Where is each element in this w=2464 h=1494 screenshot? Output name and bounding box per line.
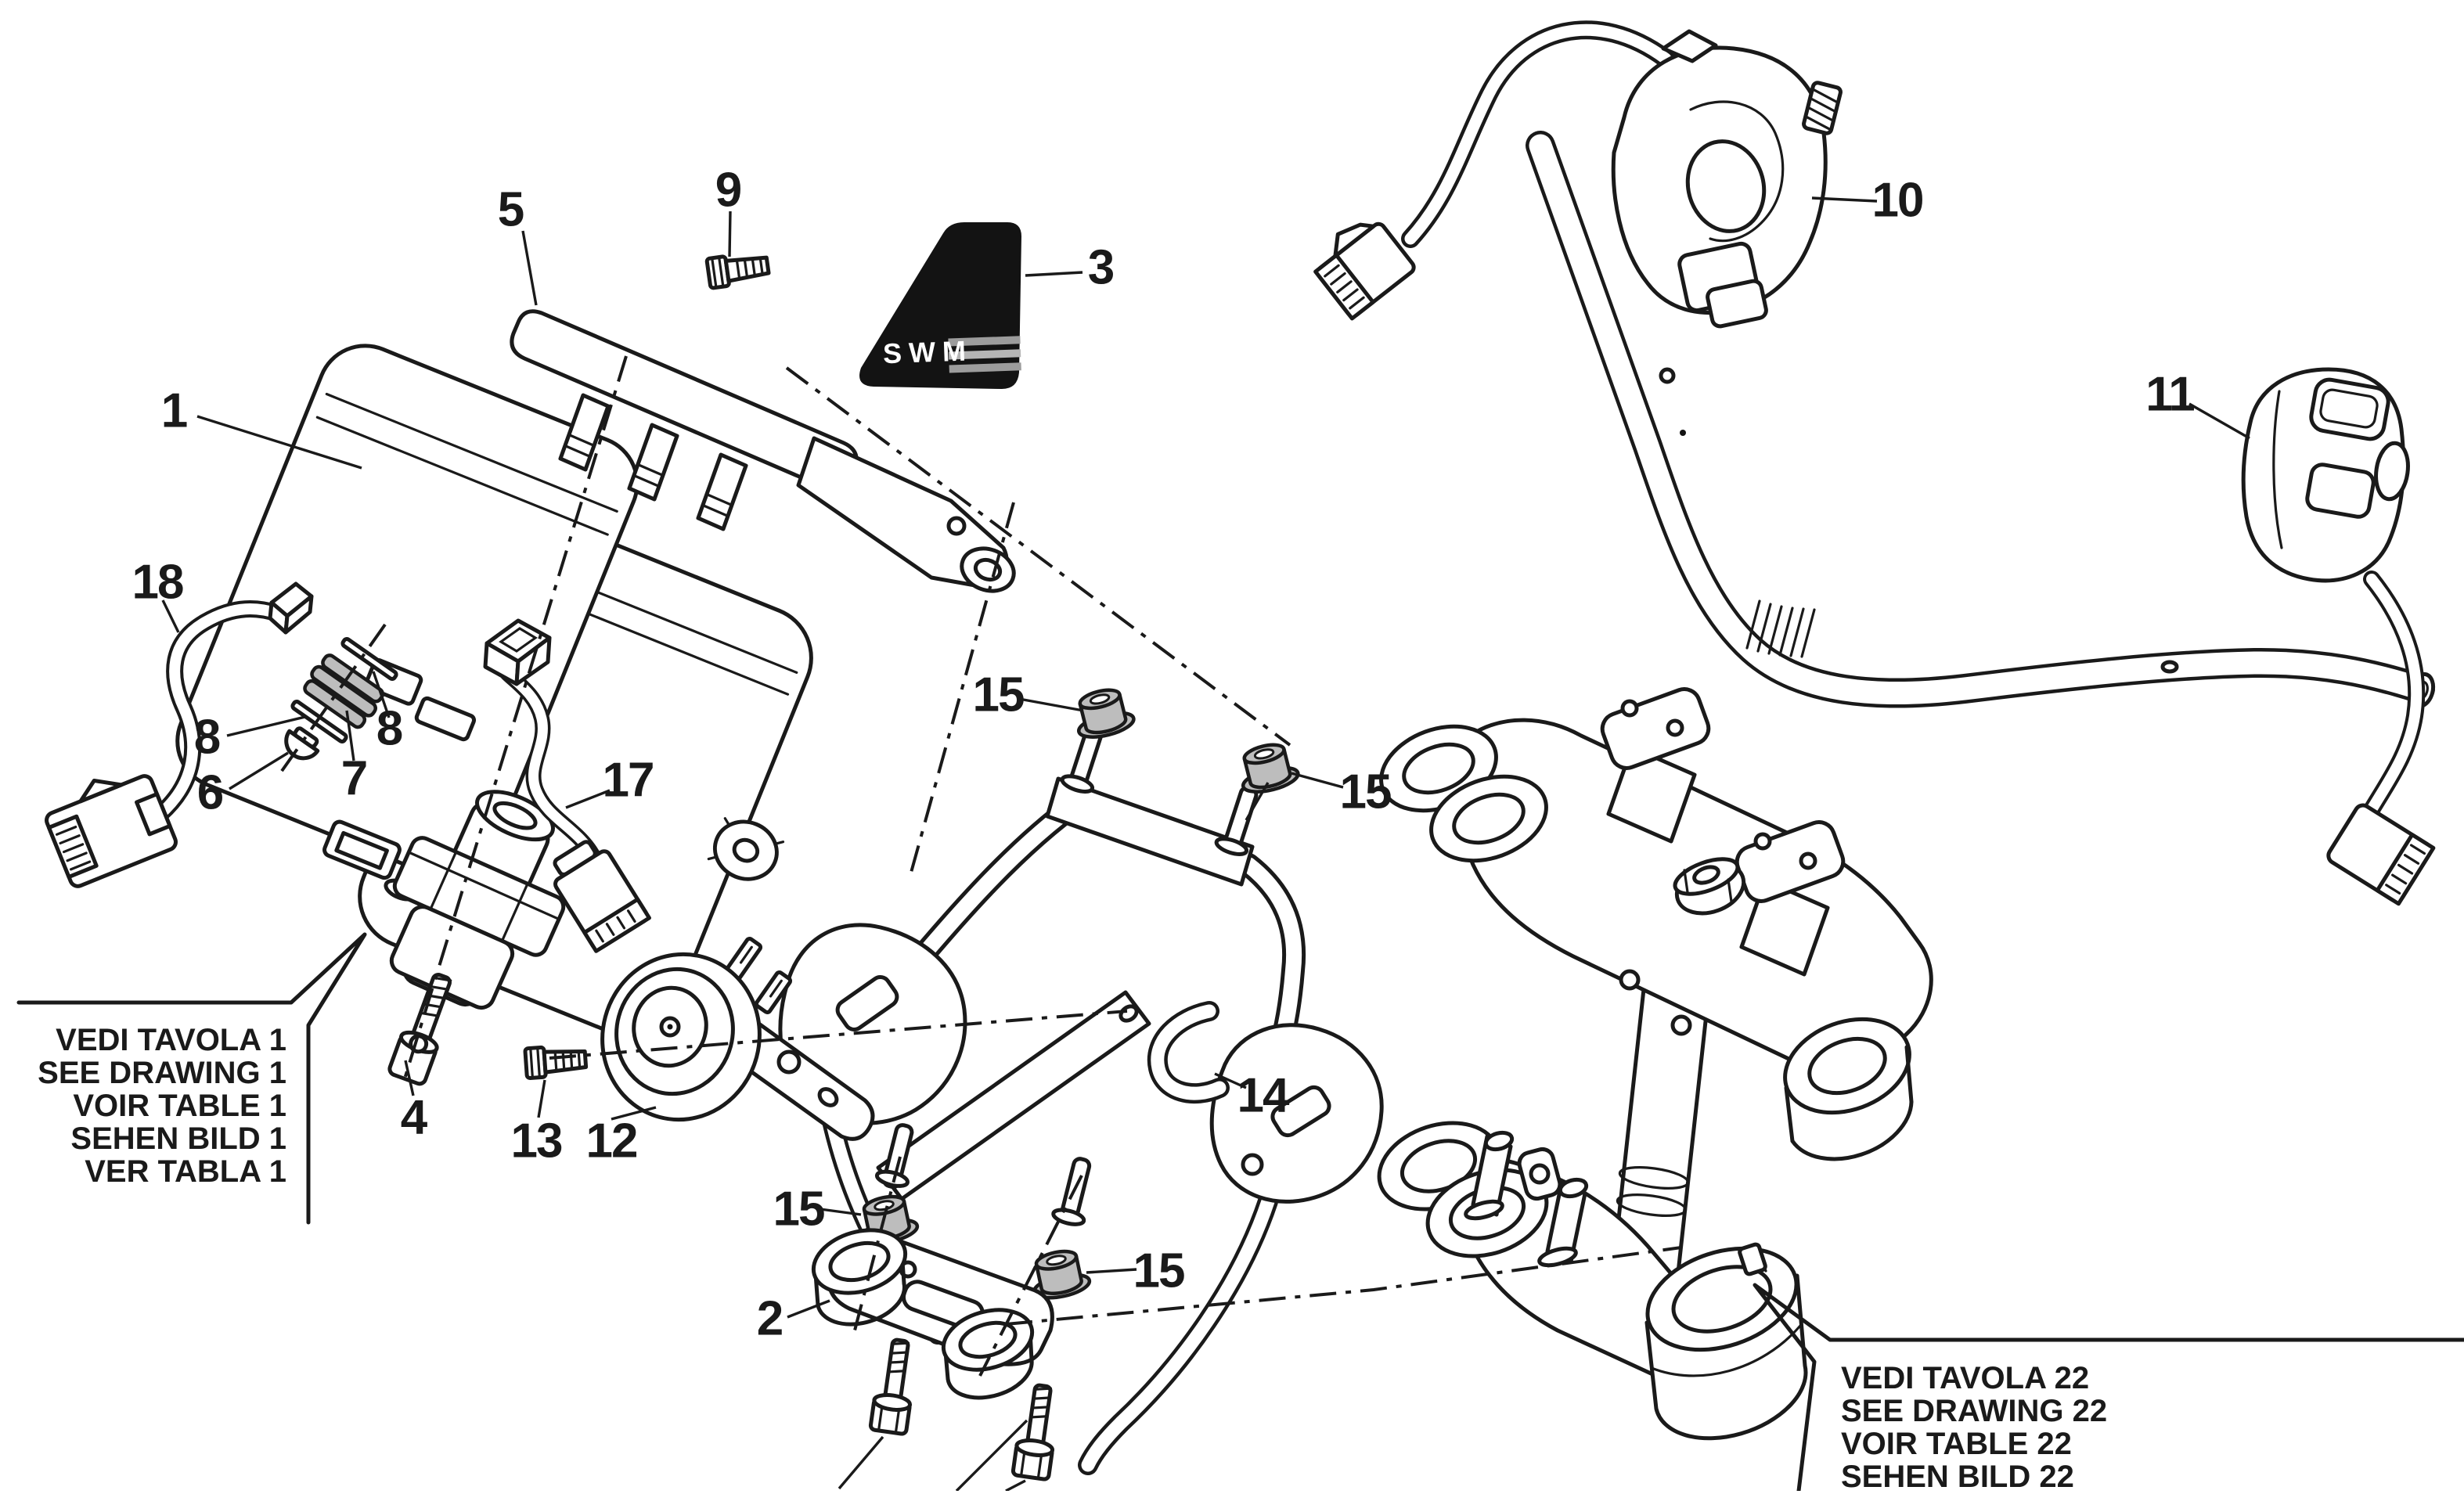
hex-bolt-13 (525, 1045, 586, 1078)
callout-8a: 8 (193, 710, 222, 765)
cluster-top-bracket (510, 309, 1016, 593)
bracket-hook (1147, 1001, 1230, 1103)
exploded-axis-lines (279, 355, 1682, 1377)
bracket-stud (558, 393, 748, 531)
horn (600, 937, 875, 1141)
switch-button-hatched (1802, 81, 1843, 135)
note-line: VOIR TABLE 1 (73, 1089, 286, 1123)
cable-18 (45, 581, 314, 888)
note-box-22-border (1753, 1283, 2464, 1491)
swm-decal (859, 222, 1021, 389)
connector-18 (45, 774, 178, 888)
hex-bolt-9 (707, 250, 770, 288)
washer-8 (340, 637, 398, 681)
note-line: VEDI TAVOLA 1 (56, 1023, 286, 1057)
handlebar-riser (1600, 687, 1846, 977)
callout-15a: 15 (972, 668, 1025, 722)
callout-9: 9 (715, 163, 743, 218)
note-line: SEE DRAWING 22 (1841, 1394, 2108, 1428)
callout-2: 2 (756, 1291, 784, 1346)
fork-clamp-cylinder (1644, 1242, 1808, 1441)
trip-reset-knob (707, 817, 785, 881)
note-box-1-border (16, 932, 367, 1225)
washer-8 (290, 700, 348, 743)
callout-3: 3 (1087, 240, 1115, 295)
note-line: VER TABLA 1 (85, 1154, 286, 1189)
callout-15b: 15 (1339, 765, 1392, 819)
horn-terminal (754, 970, 793, 1014)
callout-4: 4 (400, 1090, 428, 1145)
swm-decal-stripes (948, 336, 1021, 373)
pinch-bolt (1464, 1130, 1589, 1268)
lower-triple-clamp (1377, 1121, 1808, 1441)
note-line: VEDI TAVOLA 22 (1841, 1361, 2090, 1395)
bottom-mount-plate (811, 1228, 1061, 1491)
connector-10 (1313, 221, 1416, 321)
swm-brand-text: SWM (882, 334, 974, 370)
callout-6: 6 (196, 765, 225, 820)
callout-leaders (161, 196, 2250, 1319)
plate-screw (1013, 1384, 1061, 1480)
callout-13: 13 (510, 1114, 564, 1168)
callout-15d: 15 (1133, 1244, 1186, 1298)
rubber-damper-7 (303, 653, 385, 729)
callout-10: 10 (1871, 173, 1925, 228)
plug-17 (483, 618, 552, 686)
plate-screw (870, 1338, 919, 1435)
callout-14: 14 (1237, 1068, 1290, 1123)
bracket-pin (1060, 722, 1104, 794)
note-see-drawing-1: VEDI TAVOLA 1 SEE DRAWING 1 VOIR TABLE 1… (16, 1024, 286, 1188)
ignition-switch (389, 790, 566, 1010)
connector-17 (553, 840, 651, 953)
grommet-15 (1235, 740, 1301, 797)
note-line: VOIR TABLE 22 (1841, 1427, 2072, 1461)
left-switchgear (1313, 20, 1843, 329)
callout-8b: 8 (376, 701, 404, 756)
grommet-15 (1071, 685, 1137, 742)
note-see-drawing-22: VEDI TAVOLA 22 SEE DRAWING 22 VOIR TABLE… (1841, 1362, 2107, 1493)
note-line: SEHEN BILD 1 (70, 1121, 286, 1156)
callout-12: 12 (585, 1114, 639, 1168)
handlebar-knurl (1745, 599, 1816, 658)
callout-5: 5 (497, 182, 525, 237)
instrument-bracket (778, 722, 1384, 1475)
note-line: SEHEN BILD 22 (1841, 1460, 2074, 1494)
callout-7: 7 (340, 751, 369, 806)
bracket-pin (1214, 785, 1259, 856)
upper-triple-clamp (1379, 687, 1933, 1161)
note-line: SEE DRAWING 1 (38, 1056, 286, 1090)
callout-11: 11 (2145, 367, 2196, 422)
right-switchgear (2241, 367, 2436, 906)
steering-stem-nut (1673, 857, 1746, 916)
bracket-stud-lower (874, 1123, 914, 1190)
cable-17 (483, 618, 651, 953)
callout-15c: 15 (773, 1182, 826, 1237)
connector-11 (2326, 803, 2436, 906)
callout-17: 17 (602, 753, 655, 808)
callout-1: 1 (160, 383, 189, 438)
callout-18: 18 (131, 555, 185, 610)
plug-18 (268, 581, 314, 635)
